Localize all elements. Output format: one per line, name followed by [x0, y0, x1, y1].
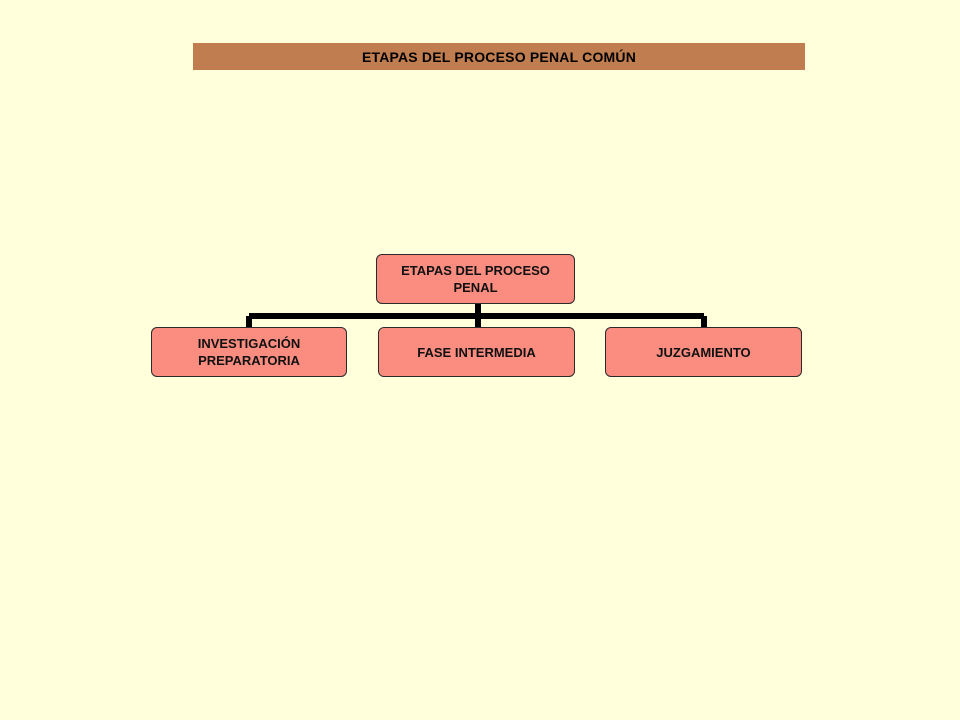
root-node: ETAPAS DEL PROCESO PENAL: [376, 254, 575, 304]
diagram-title: ETAPAS DEL PROCESO PENAL COMÚN: [193, 43, 805, 70]
child-node-fase-intermedia: FASE INTERMEDIA: [378, 327, 575, 377]
child-node-investigacion: INVESTIGACIÓN PREPARATORIA: [151, 327, 347, 377]
child-node-juzgamiento: JUZGAMIENTO: [605, 327, 802, 377]
